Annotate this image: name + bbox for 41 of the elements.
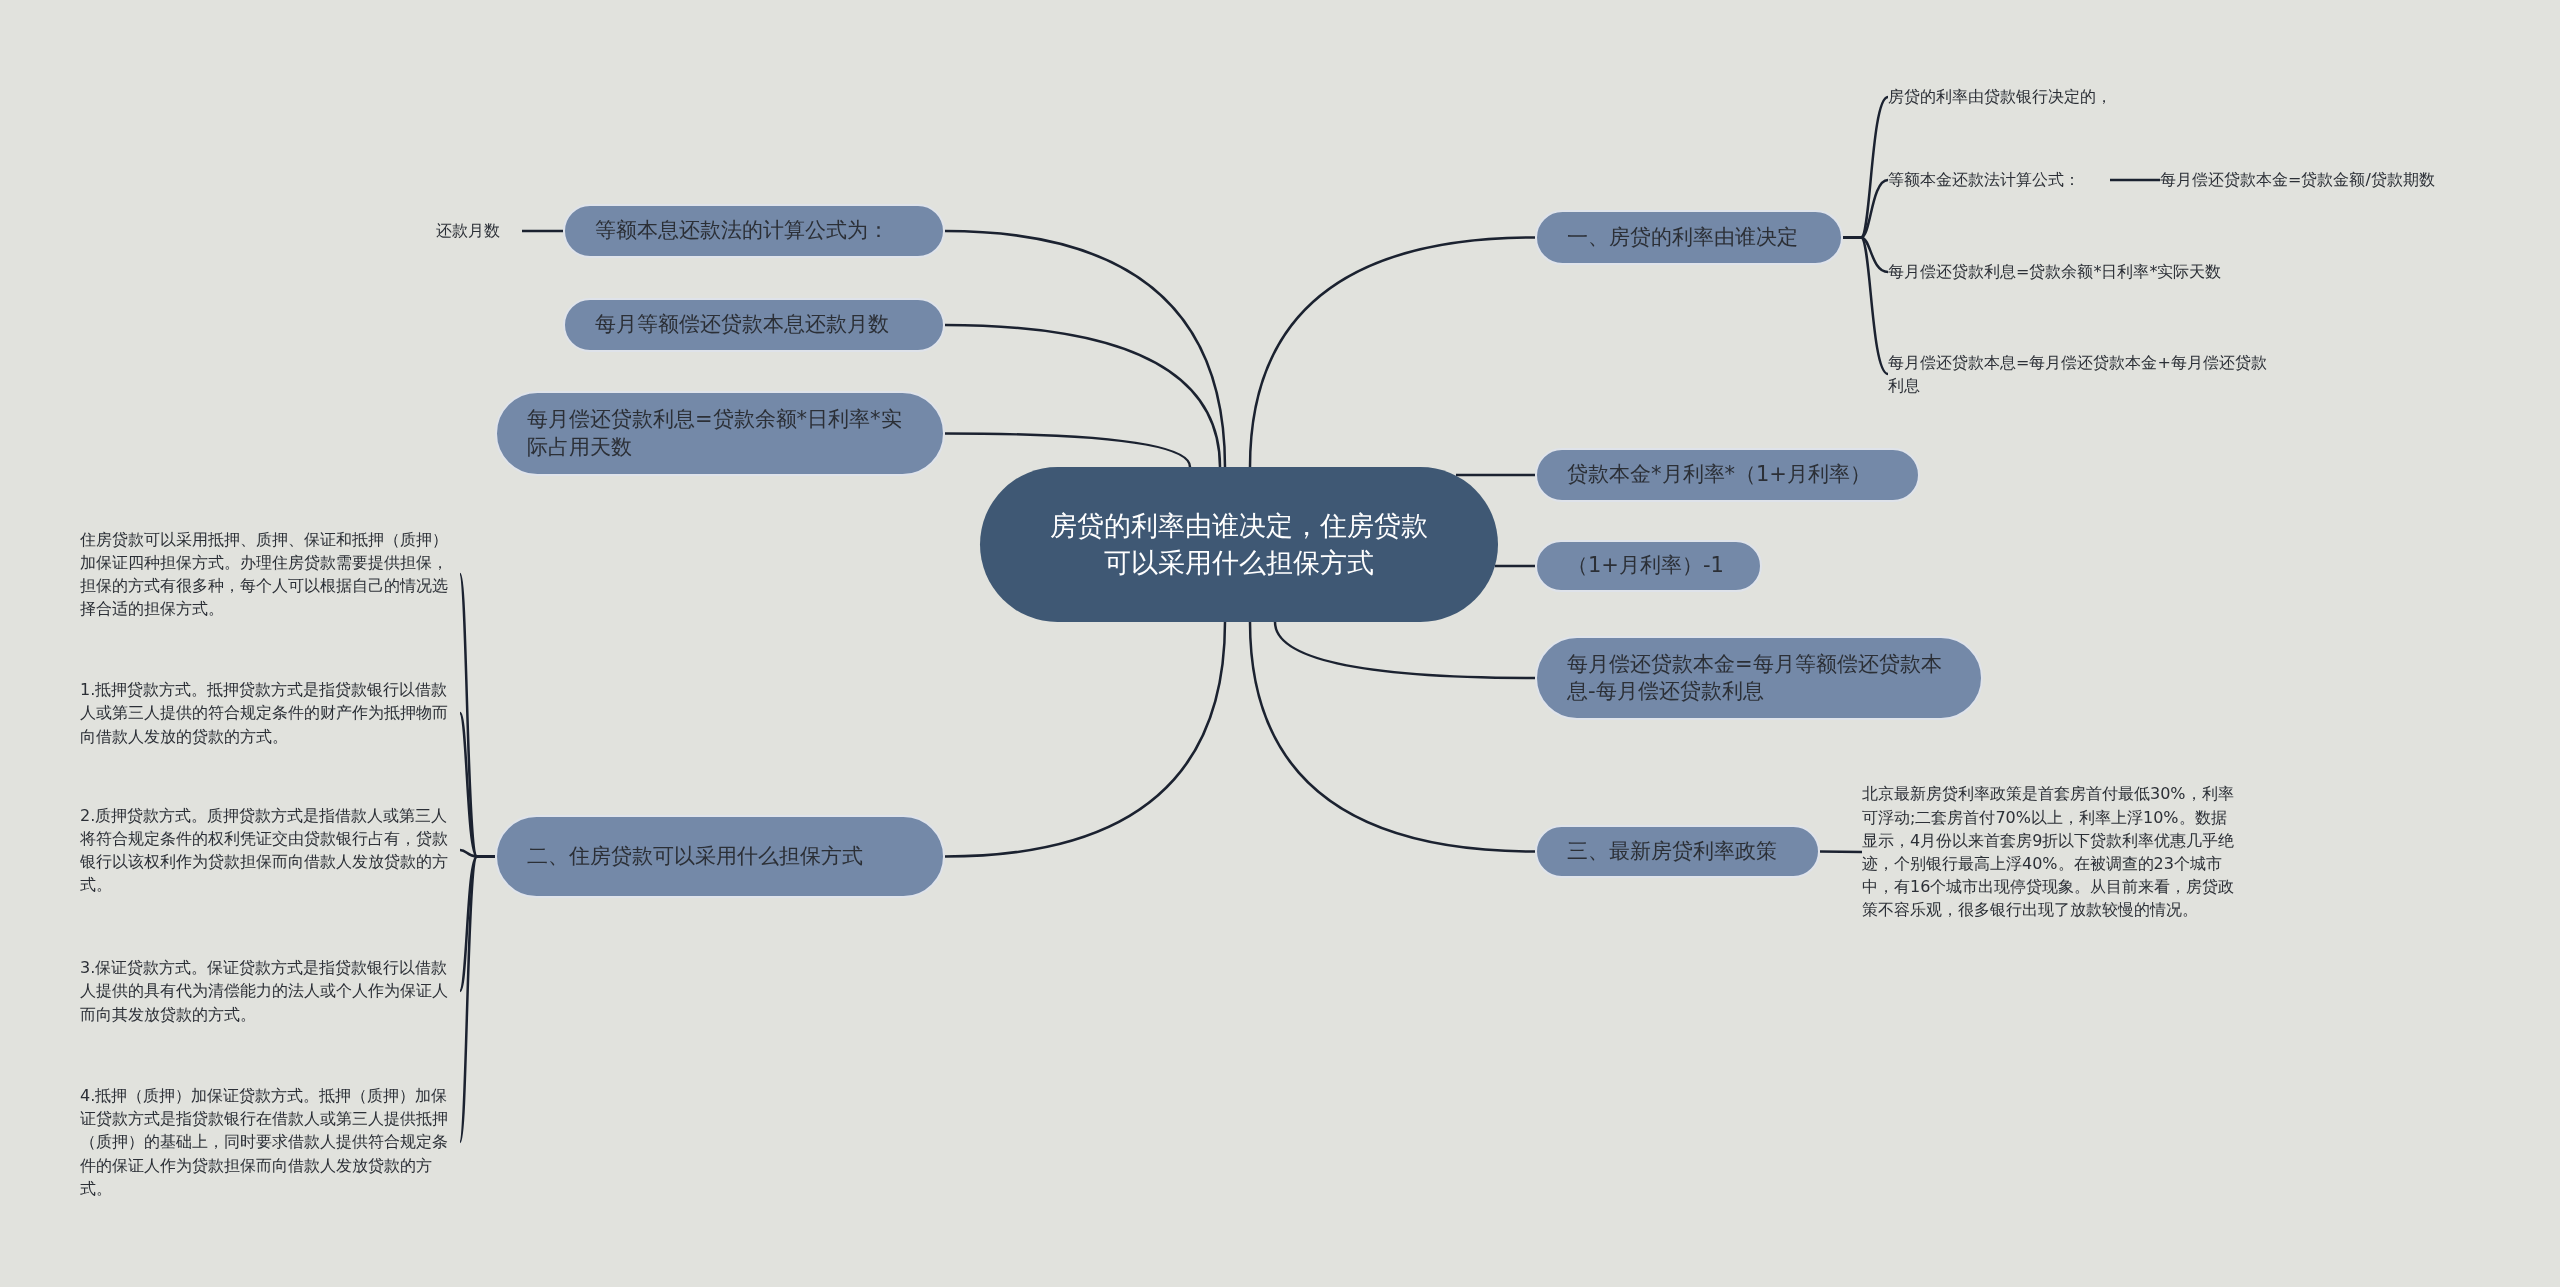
node-text: 房贷的利率由谁决定，住房贷款可以采用什么担保方式	[1050, 509, 1428, 580]
topic-pill	[563, 204, 945, 258]
topic-pill	[1535, 448, 1920, 502]
connector-line	[1820, 850, 1862, 854]
node-text: 每月等额偿还贷款本息还款月数	[595, 311, 890, 339]
topic-pill	[1535, 540, 1762, 592]
node-text: 3.保证贷款方式。保证贷款方式是指贷款银行以借款人提供的具有代为清偿能力的法人或个人作为保证人而向其发放贷款的方式。	[80, 957, 449, 1026]
node-text: 三、最新房贷利率政策	[1567, 837, 1778, 865]
connector-line	[458, 855, 495, 1143]
node-text: 贷款本金*月利率*（1+月利率）	[1567, 461, 1872, 489]
node-text: 每月偿还贷款本金=每月等额偿还贷款本息-每月偿还贷款利息	[1567, 650, 1943, 705]
connector-line	[944, 621, 1227, 858]
node-text: 北京最新房贷利率政策是首套房首付最低30%，利率可浮动;二套房首付70%以上，利率上浮10%。数据显示，4月份以来首套房9折以下贷款利率优惠几乎绝迹，个别银行最高上浮40%。在被调查的23个城市中，有16个城市出现停贷现象。从目前来看，房贷政策不容乐观，很多银行出现了放款较慢的情况。	[1862, 783, 2236, 922]
node-text: 还款月数	[436, 220, 501, 243]
connector-line	[1248, 236, 1536, 468]
topic-pill	[563, 298, 945, 352]
connector-line	[1456, 473, 1535, 477]
node-text: 每月偿还贷款利息=贷款余额*日利率*实际占用天数	[527, 406, 903, 461]
node-text: 2.质押贷款方式。质押贷款方式是指借款人或第三人将符合规定条件的权利凭证交由贷款银行占有，贷款银行以该权利作为贷款担保而向借款人发放贷款的方式。	[80, 804, 449, 897]
connector-line	[944, 229, 1227, 468]
topic-pill	[1535, 825, 1820, 878]
connector-line	[1495, 564, 1535, 568]
connector-line	[1273, 621, 1535, 680]
connector-line	[944, 323, 1222, 468]
node-text: 4.抵押（质押）加保证贷款方式。抵押（质押）加保证贷款方式是指贷款银行在借款人或第三人提供抵押（质押）的基础上，同时要求借款人提供符合规定条件的保证人作为贷款担保而向借款人发放贷款的方式。	[80, 1085, 449, 1200]
node-text: 住房贷款可以采用抵押、质押、保证和抵押（质押）加保证四种担保方式。办理住房贷款需要提供担保，担保的方式有很多种，每个人可以根据自己的情况选择合适的担保方式。	[80, 528, 449, 621]
node-text: 1.抵押贷款方式。抵押贷款方式是指贷款银行以借款人或第三人提供的符合规定条件的财产作为抵押物而向借款人发放的贷款的方式。	[80, 679, 449, 748]
connector-line	[522, 229, 563, 233]
node-text: 等额本息还款法的计算公式为：	[595, 217, 890, 245]
node-text: 等额本金还款法计算公式：	[1888, 169, 2081, 192]
node-text: （1+月利率）-1	[1567, 552, 1725, 580]
node-text: 房贷的利率由贷款银行决定的，	[1888, 86, 2113, 109]
node-text: 一、房贷的利率由谁决定	[1567, 223, 1799, 251]
node-text: 每月偿还贷款本金=贷款金额/贷款期数	[2160, 169, 2436, 192]
connector-line	[2110, 178, 2160, 182]
connector-line	[1843, 236, 1889, 376]
connector-line	[945, 432, 1192, 468]
connector-line	[1248, 621, 1536, 853]
node-text: 每月偿还贷款利息=贷款余额*日利率*实际天数	[1888, 261, 2223, 284]
node-text: 每月偿还贷款本息=每月偿还贷款本金+每月偿还贷款利息	[1888, 351, 2268, 397]
node-text: 二、住房贷款可以采用什么担保方式	[527, 842, 864, 870]
